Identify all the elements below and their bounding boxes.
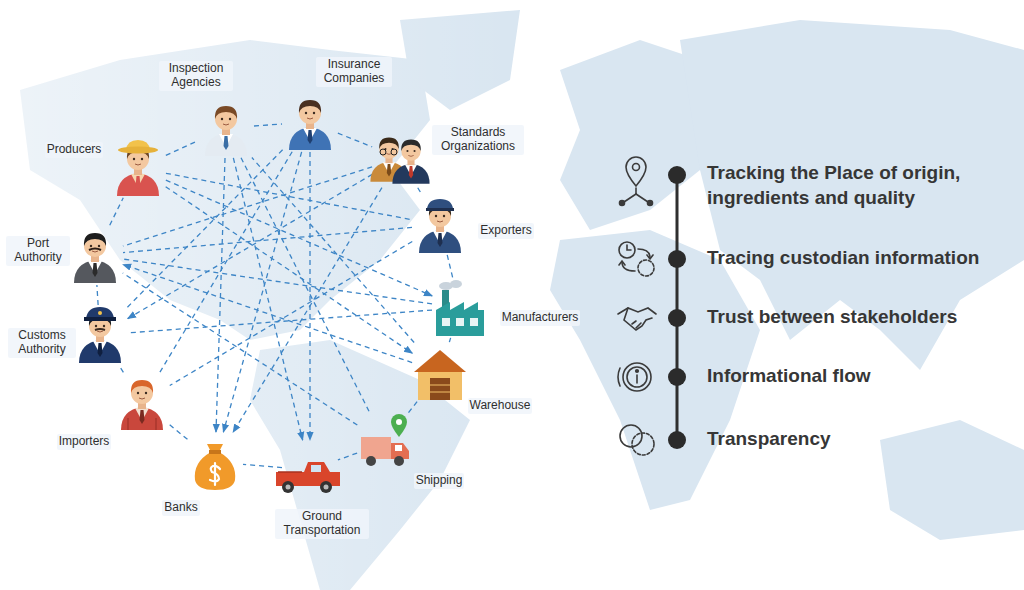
info-icon [618, 363, 651, 391]
customs-officer-icon [79, 307, 121, 363]
stakeholder-label: Ground Transportation [275, 509, 369, 539]
dashed-connector [170, 241, 413, 385]
stakeholder-label: Standards Organizations [432, 125, 524, 155]
stakeholder-node: Insurance Companies [284, 94, 336, 150]
dashed-connector [233, 188, 382, 433]
timeline [668, 166, 686, 449]
stakeholder-node: Standards Organizations [374, 130, 426, 186]
inspector-icon [205, 106, 247, 156]
dashed-connector [447, 255, 453, 278]
dashed-connector [243, 464, 282, 467]
stakeholder-node: Exporters [414, 197, 466, 253]
stakeholder-node: Manufacturers [434, 280, 486, 336]
factory-icon [436, 280, 484, 336]
stakeholder-node: Customs Authority [74, 307, 126, 363]
dashed-connector [123, 259, 432, 304]
standards-people-icon [370, 138, 429, 184]
stakeholder-label: Customs Authority [8, 328, 76, 358]
stakeholder-label: Warehouse [468, 398, 533, 414]
stakeholder-node: Banks [189, 434, 241, 490]
farmer-icon [117, 140, 159, 196]
benefit-label: Transparency [707, 427, 831, 452]
stakeholder-node: Warehouse [414, 344, 466, 400]
stakeholder-node: Ground Transportation [284, 442, 336, 498]
dashed-connector [127, 150, 282, 307]
exporter-icon [419, 199, 461, 253]
benefit-label: Informational flow [707, 364, 871, 389]
stakeholder-label: Exporters [478, 223, 533, 239]
dashed-connector [216, 158, 225, 432]
stakeholder-label: Insurance Companies [316, 57, 392, 87]
stakeholder-node: Shipping [359, 415, 411, 471]
dashed-connector [119, 365, 124, 373]
stakeholder-label: Port Authority [6, 236, 70, 266]
transparency-circles-icon [620, 425, 654, 455]
dashed-connector [309, 152, 310, 440]
benefit-label: Trust between stakeholders [707, 305, 957, 330]
timeline-icons [618, 157, 656, 455]
custodian-cycle-icon [619, 242, 654, 276]
origin-pin-icon [620, 157, 653, 205]
stakeholder-label: Importers [57, 434, 112, 450]
stakeholder-label: Shipping [414, 473, 465, 489]
dashed-connector [128, 310, 432, 333]
dashed-connector [166, 180, 432, 296]
dashed-connector [123, 273, 358, 425]
port-official-icon [74, 233, 116, 283]
dashed-connector [418, 188, 423, 196]
dashed-connector [170, 425, 188, 440]
dashed-connector [123, 167, 372, 246]
stakeholder-label: Banks [162, 500, 199, 516]
dashed-connector [166, 187, 413, 354]
dashed-connector [110, 198, 124, 225]
dashed-connector [254, 124, 282, 126]
dashed-connector [123, 264, 412, 362]
stakeholder-node: Inspection Agencies [200, 100, 252, 156]
benefit-label: Tracing custodian information [707, 246, 979, 271]
dashed-connector [97, 285, 98, 305]
importer-icon [121, 380, 163, 430]
dashed-connector [338, 453, 357, 460]
dashed-connector [166, 141, 198, 156]
handshake-icon [618, 308, 656, 330]
dashed-connector [223, 152, 301, 432]
dashed-connector [449, 338, 450, 342]
benefit-label: Tracking the Place of origin, ingredient… [707, 161, 1024, 210]
dashed-connector [408, 402, 417, 414]
stakeholder-label: Inspection Agencies [159, 61, 233, 91]
stakeholder-node: Port Authority [69, 227, 121, 283]
warehouse-icon [414, 350, 466, 400]
stakeholder-label: Producers [45, 142, 104, 158]
delivery-truck-icon [361, 414, 409, 466]
dashed-connector [338, 133, 372, 147]
dashed-connector [123, 227, 412, 252]
pickup-truck-icon [276, 462, 340, 493]
stakeholder-label: Manufacturers [500, 310, 581, 326]
stakeholder-node: Importers [116, 374, 168, 430]
dashed-connector [252, 158, 414, 343]
money-bag-icon [195, 444, 235, 490]
insurer-icon [289, 100, 331, 150]
dashed-connector [128, 174, 373, 318]
stakeholder-node: Producers [112, 140, 164, 196]
